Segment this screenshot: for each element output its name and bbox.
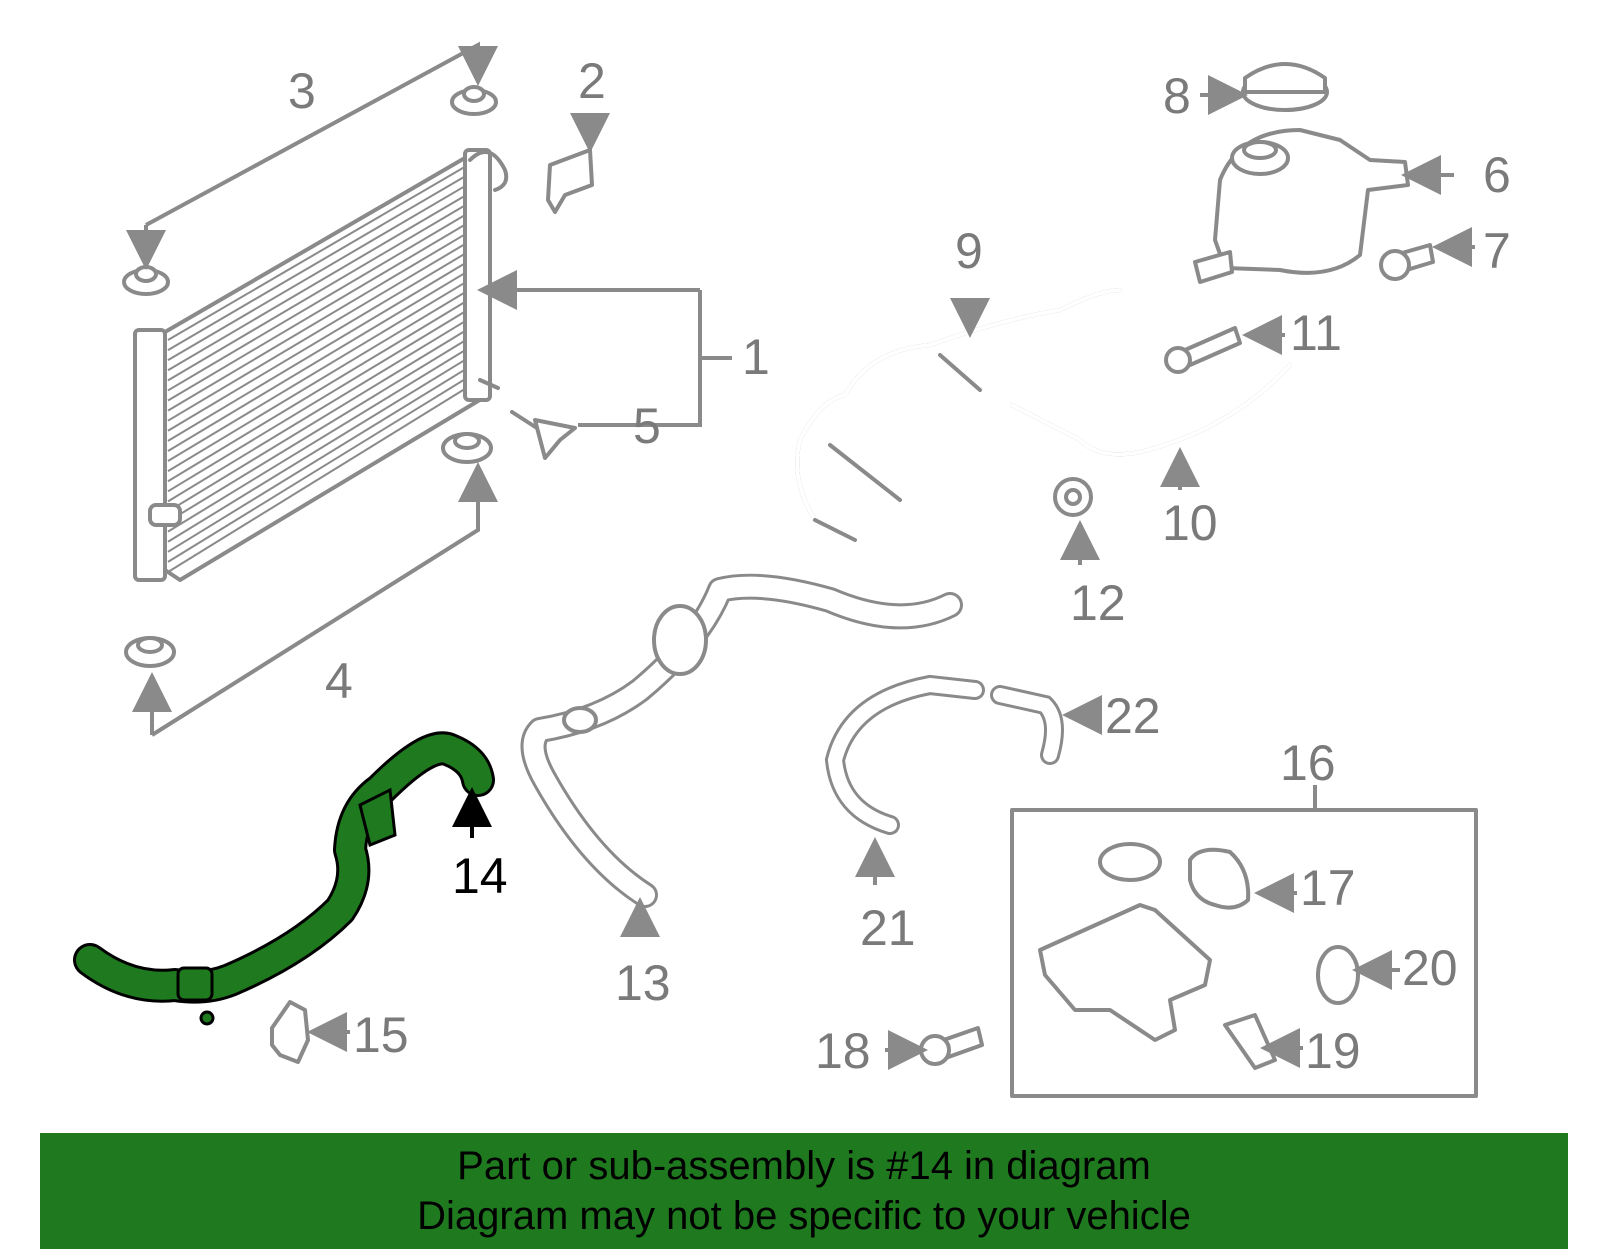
- radiator-fin: [167, 183, 469, 362]
- radiator-fin: [167, 308, 469, 493]
- radiator-fin: [167, 279, 469, 462]
- radiator-fin: [167, 231, 469, 412]
- callout-8: 8: [1163, 68, 1191, 124]
- callout-22: 22: [1105, 688, 1161, 744]
- radiator-fin: [167, 173, 469, 351]
- thermostat-kit-box: [1010, 808, 1478, 1098]
- callout-4: 4: [325, 653, 353, 709]
- radiator-fin: [167, 193, 469, 372]
- radiator-fin: [167, 347, 469, 533]
- callout-19: 19: [1305, 1023, 1361, 1079]
- radiator-fins: [167, 164, 469, 573]
- radiator-fin: [167, 328, 469, 513]
- callout-13: 13: [615, 955, 671, 1011]
- callout-3: 3: [288, 63, 316, 119]
- radiator-fin: [167, 376, 469, 563]
- callout-1: 1: [742, 329, 770, 385]
- drain-plug: [510, 410, 577, 460]
- radiator-fin: [167, 289, 469, 472]
- radiator-fin: [167, 270, 469, 452]
- radiator-fin: [167, 337, 469, 523]
- radiator-fin: [167, 202, 469, 382]
- callout-12: 12: [1070, 575, 1126, 631]
- radiator-fin: [167, 299, 469, 483]
- callout-14: 14: [452, 848, 508, 904]
- hose-21: [824, 674, 985, 835]
- footer-banner: Part or sub-assembly is #14 in diagram D…: [40, 1133, 1568, 1249]
- coolant-reservoir: [1193, 128, 1410, 284]
- callout-17: 17: [1300, 860, 1356, 916]
- nut-12: [1053, 477, 1093, 517]
- radiator-upper-insulators: [122, 85, 498, 296]
- temperature-sensor: [1164, 326, 1242, 374]
- callout-20: 20: [1402, 940, 1458, 996]
- bolt-18: [919, 1026, 984, 1066]
- callout-10: 10: [1162, 495, 1218, 551]
- hose-14-highlighted: [73, 731, 495, 1026]
- bracket-2: [546, 148, 594, 214]
- radiator-fin: [167, 212, 469, 392]
- clip-15: [270, 1000, 310, 1064]
- callout-7: 7: [1483, 223, 1511, 279]
- radiator-fin: [167, 357, 469, 543]
- radiator: [133, 148, 509, 582]
- radiator-fin: [167, 241, 469, 422]
- reservoir-bolt: [1379, 243, 1435, 281]
- hose-22: [990, 685, 1064, 765]
- footer-line-1: Part or sub-assembly is #14 in diagram: [457, 1144, 1151, 1188]
- radiator-fin: [167, 366, 469, 553]
- callout-5: 5: [633, 398, 661, 454]
- reservoir-cap: [1241, 62, 1329, 112]
- callout-6: 6: [1483, 147, 1511, 203]
- radiator-fin: [167, 164, 469, 341]
- radiator-fin: [167, 386, 469, 573]
- callout-labels: 1 2 3 4 5 6 7 8 9 10 11 12 13 14 15 16 1…: [288, 53, 1511, 1079]
- callout-16: 16: [1280, 735, 1336, 791]
- hose-10: [1010, 363, 1292, 457]
- radiator-fin: [167, 222, 469, 402]
- radiator-fin: [167, 318, 469, 503]
- callout-11: 11: [1290, 305, 1342, 361]
- hose-9: [795, 288, 1122, 542]
- hose-13: [520, 573, 963, 908]
- thermostat-housing: [1038, 842, 1360, 1070]
- radiator-fin: [167, 260, 469, 442]
- radiator-fin: [167, 251, 469, 432]
- callout-2: 2: [578, 53, 606, 109]
- callout-18: 18: [815, 1023, 871, 1079]
- callout-21: 21: [860, 900, 916, 956]
- callout-9: 9: [955, 223, 983, 279]
- footer-line-2: Diagram may not be specific to your vehi…: [417, 1194, 1191, 1238]
- callout-15: 15: [353, 1007, 409, 1063]
